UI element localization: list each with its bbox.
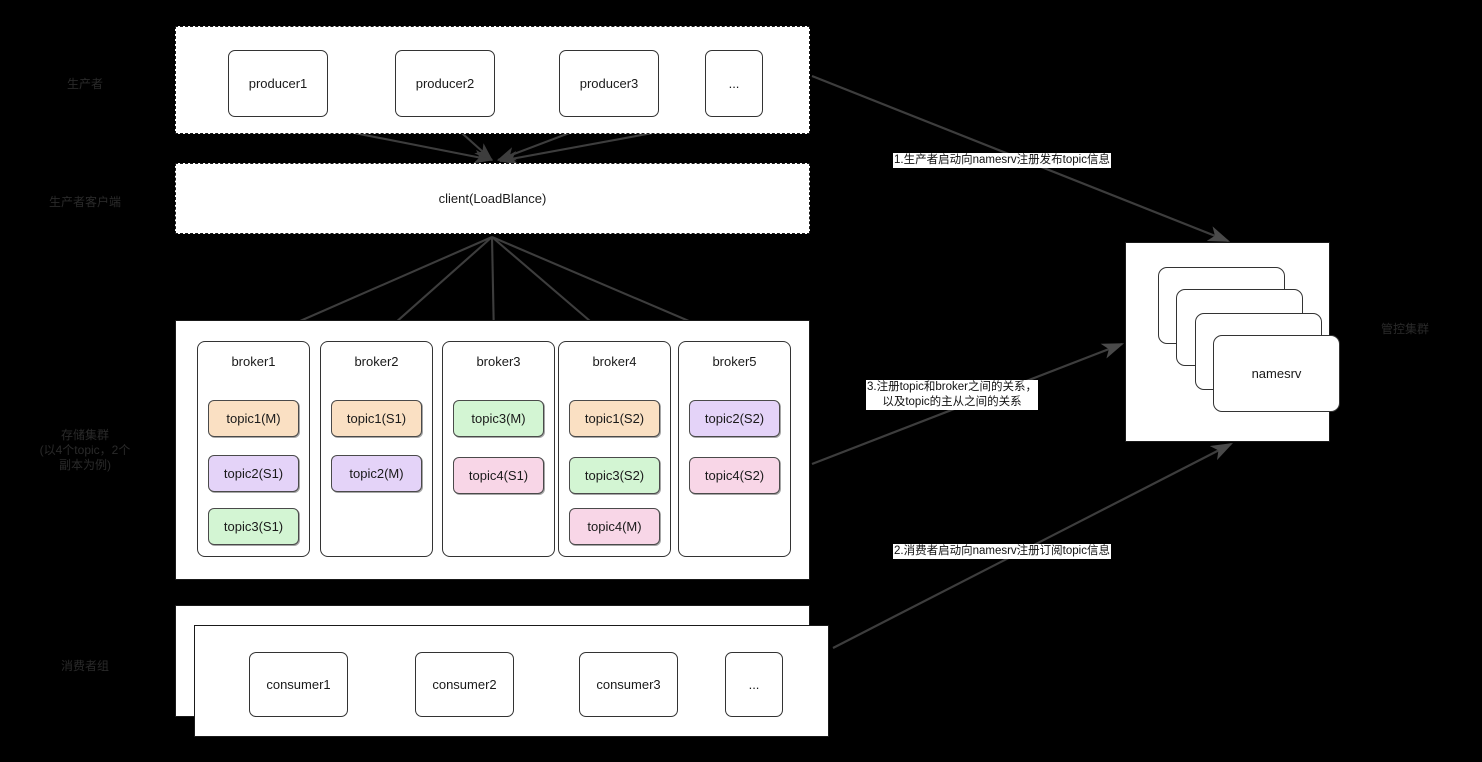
consumer-node-1[interactable]: consumer1 <box>249 652 348 717</box>
row-label-storage-cluster: 存储集群 (以4个topic，2个 副本为例) <box>39 427 131 472</box>
topic-chip[interactable]: topic2(M) <box>331 455 422 492</box>
row-label-consumer-group: 消费者组 <box>60 658 109 673</box>
topic-chip[interactable]: topic4(S1) <box>453 457 544 494</box>
producer-node-3[interactable]: producer3 <box>559 50 659 117</box>
consumer-node-2[interactable]: consumer2 <box>415 652 514 717</box>
producer-node-1[interactable]: producer1 <box>228 50 328 117</box>
consumer-node-more[interactable]: ... <box>725 652 783 717</box>
producer-node-2[interactable]: producer2 <box>395 50 495 117</box>
topic-chip[interactable]: topic4(S2) <box>689 457 780 494</box>
producer-client-lane: client(LoadBlance) <box>175 163 810 234</box>
namesrv-card-front[interactable]: namesrv <box>1213 335 1340 412</box>
topic-chip[interactable]: topic3(S1) <box>208 508 299 545</box>
topic-chip[interactable]: topic2(S1) <box>208 455 299 492</box>
topic-chip[interactable]: topic3(M) <box>453 400 544 437</box>
broker-title: broker3 <box>476 354 521 369</box>
broker-title: broker2 <box>354 354 399 369</box>
client-loadbalance-label: client(LoadBlance) <box>438 191 547 206</box>
broker-node-1[interactable]: broker1 topic1(M) topic2(S1) topic3(S1) <box>197 341 310 557</box>
broker-node-3[interactable]: broker3 topic3(M) topic4(S1) <box>442 341 555 557</box>
edge-label-1: 1.生产者启动向namesrv注册发布topic信息 <box>893 153 1111 168</box>
broker-title: broker4 <box>592 354 637 369</box>
edge-label-3: 3.注册topic和broker之间的关系， 以及topic的主从之间的关系 <box>866 380 1038 410</box>
edge-label-2: 2.消费者启动向namesrv注册订阅topic信息 <box>893 544 1111 559</box>
row-label-control-cluster: 管控集群 <box>1380 321 1429 336</box>
topic-chip[interactable]: topic1(M) <box>208 400 299 437</box>
row-label-producer: 生产者 <box>66 76 103 91</box>
row-label-producer-client: 生产者客户端 <box>48 194 121 209</box>
producer-node-more[interactable]: ... <box>705 50 763 117</box>
consumer-node-3[interactable]: consumer3 <box>579 652 678 717</box>
broker-node-2[interactable]: broker2 topic1(S1) topic2(M) <box>320 341 433 557</box>
broker-node-4[interactable]: broker4 topic1(S2) topic3(S2) topic4(M) <box>558 341 671 557</box>
namesrv-cluster-panel: namesrv <box>1125 242 1340 442</box>
broker-title: broker5 <box>712 354 757 369</box>
broker-node-5[interactable]: broker5 topic2(S2) topic4(S2) <box>678 341 791 557</box>
topic-chip[interactable]: topic4(M) <box>569 508 660 545</box>
broker-title: broker1 <box>231 354 276 369</box>
topic-chip[interactable]: topic1(S1) <box>331 400 422 437</box>
topic-chip[interactable]: topic2(S2) <box>689 400 780 437</box>
topic-chip[interactable]: topic3(S2) <box>569 457 660 494</box>
topic-chip[interactable]: topic1(S2) <box>569 400 660 437</box>
